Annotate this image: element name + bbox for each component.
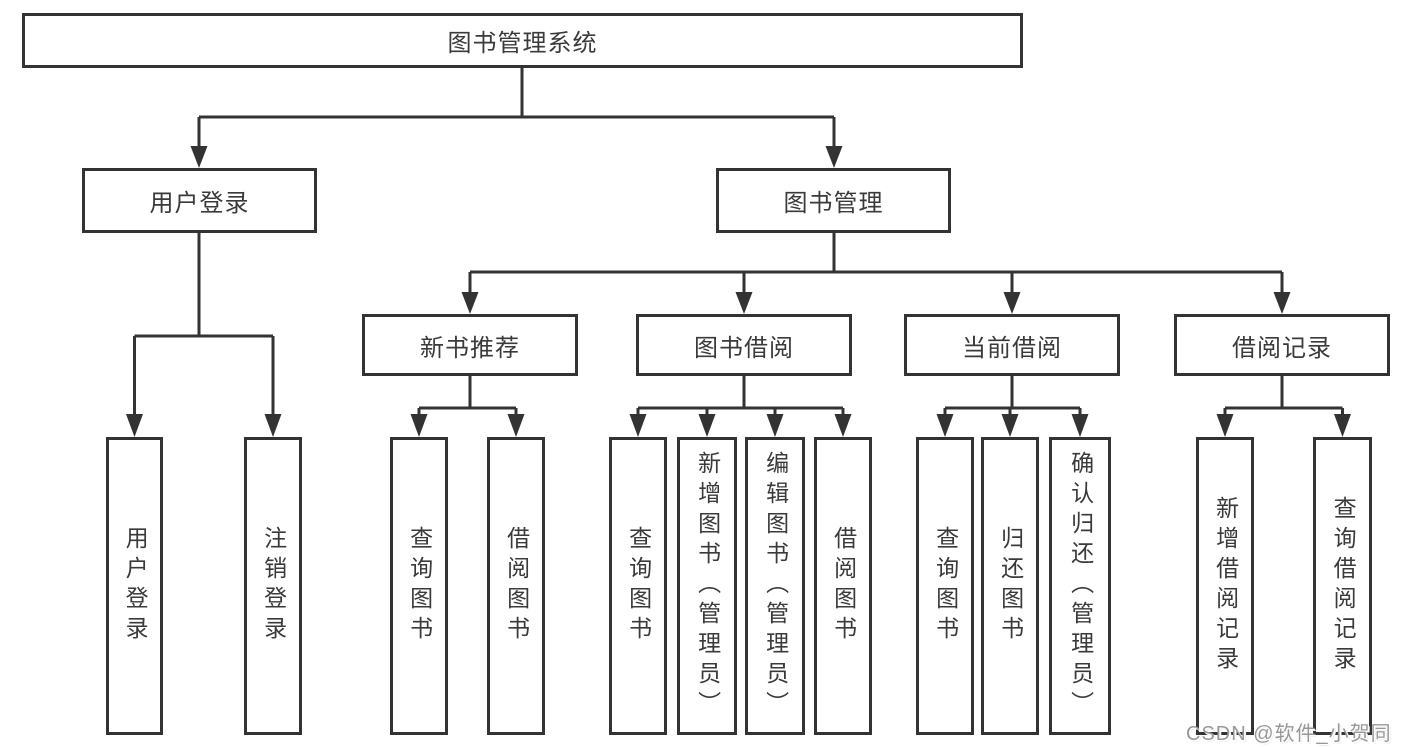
leaf-query-books-borrowing: 查询图书 [609, 437, 667, 735]
leaf-query-books-current: 查询图书 [916, 437, 974, 735]
arrowheads-level3 [461, 292, 1291, 314]
connector-currentborrow-to-leaves [943, 376, 1082, 418]
node-user-login: 用户登录 [82, 168, 317, 233]
leaf-label: 查询图书 [625, 526, 652, 646]
leaf-borrow-books-recommend: 借阅图书 [487, 437, 545, 735]
leaf-label: 借阅图书 [830, 526, 857, 646]
arrow-down-icon [507, 414, 525, 437]
arrow-down-icon [1003, 292, 1021, 314]
arrow-down-icon [264, 414, 282, 437]
arrowheads-bookborrow-leaves [629, 414, 852, 437]
arrowheads-currentborrow-leaves [936, 414, 1089, 437]
arrow-down-icon [1216, 414, 1234, 437]
arrow-down-icon [1273, 292, 1291, 314]
arrow-down-icon [1001, 414, 1019, 437]
node-root: 图书管理系统 [22, 13, 1023, 68]
arrow-down-icon [126, 414, 143, 437]
arrowheads-newbooks-leaves [410, 414, 525, 437]
leaf-label: 查询图书 [406, 526, 433, 646]
leaf-label: 注销登录 [260, 526, 287, 646]
arrowheads-level2 [190, 146, 843, 168]
arrow-down-icon [1071, 414, 1089, 437]
arrow-down-icon [410, 414, 428, 437]
leaf-borrow-books-borrowing: 借阅图书 [814, 437, 872, 735]
arrow-down-icon [936, 414, 954, 437]
arrow-down-icon [461, 292, 479, 314]
leaf-query-borrow-record: 查询借阅记录 [1313, 437, 1372, 735]
arrow-down-icon [735, 292, 753, 314]
connector-newbooks-to-leaves [417, 376, 518, 418]
leaf-label: 编辑图书（管理员） [762, 451, 789, 721]
arrow-down-icon [766, 414, 784, 437]
arrow-down-icon [698, 414, 716, 437]
leaf-confirm-return-admin: 确认归还（管理员） [1049, 437, 1111, 735]
leaf-label: 用户登录 [122, 526, 149, 646]
connector-records-to-leaves [1223, 376, 1344, 418]
leaf-label: 新增图书（管理员） [694, 451, 721, 721]
leaf-label: 新增借阅记录 [1212, 496, 1239, 676]
node-book-borrowing: 图书借阅 [636, 314, 852, 376]
leaf-label: 确认归还（管理员） [1067, 451, 1094, 721]
leaf-user-login: 用户登录 [106, 437, 163, 735]
node-borrow-records: 借阅记录 [1174, 314, 1390, 376]
leaf-label: 查询图书 [932, 526, 959, 646]
watermark: CSDN @软件_小贺同学 [1186, 723, 1392, 745]
connector-bookmgmt-to-level3 [468, 233, 1284, 296]
arrow-down-icon [190, 146, 208, 168]
leaf-logout: 注销登录 [244, 437, 302, 735]
node-book-management: 图书管理 [716, 168, 951, 233]
arrow-down-icon [825, 146, 843, 168]
leaf-add-books-admin: 新增图书（管理员） [677, 437, 737, 735]
node-current-borrowing: 当前借阅 [904, 314, 1120, 376]
connector-userlogin-to-leaves [133, 233, 275, 418]
arrowheads-userlogin-leaves [126, 414, 282, 437]
connector-root-to-level2 [197, 67, 836, 150]
arrow-down-icon [834, 414, 852, 437]
arrowheads-records-leaves [1216, 414, 1351, 437]
leaf-label: 查询借阅记录 [1330, 496, 1357, 676]
leaf-edit-books-admin: 编辑图书（管理员） [745, 437, 805, 735]
leaf-add-borrow-record: 新增借阅记录 [1196, 437, 1254, 735]
node-new-book-recommend: 新书推荐 [362, 314, 578, 376]
connector-bookborrow-to-leaves [636, 376, 845, 418]
leaf-label: 借阅图书 [503, 526, 530, 646]
arrow-down-icon [1334, 414, 1351, 437]
leaf-return-books: 归还图书 [981, 437, 1039, 735]
arrow-down-icon [629, 414, 647, 437]
leaf-query-books-recommend: 查询图书 [390, 437, 448, 735]
leaf-label: 归还图书 [997, 526, 1024, 646]
